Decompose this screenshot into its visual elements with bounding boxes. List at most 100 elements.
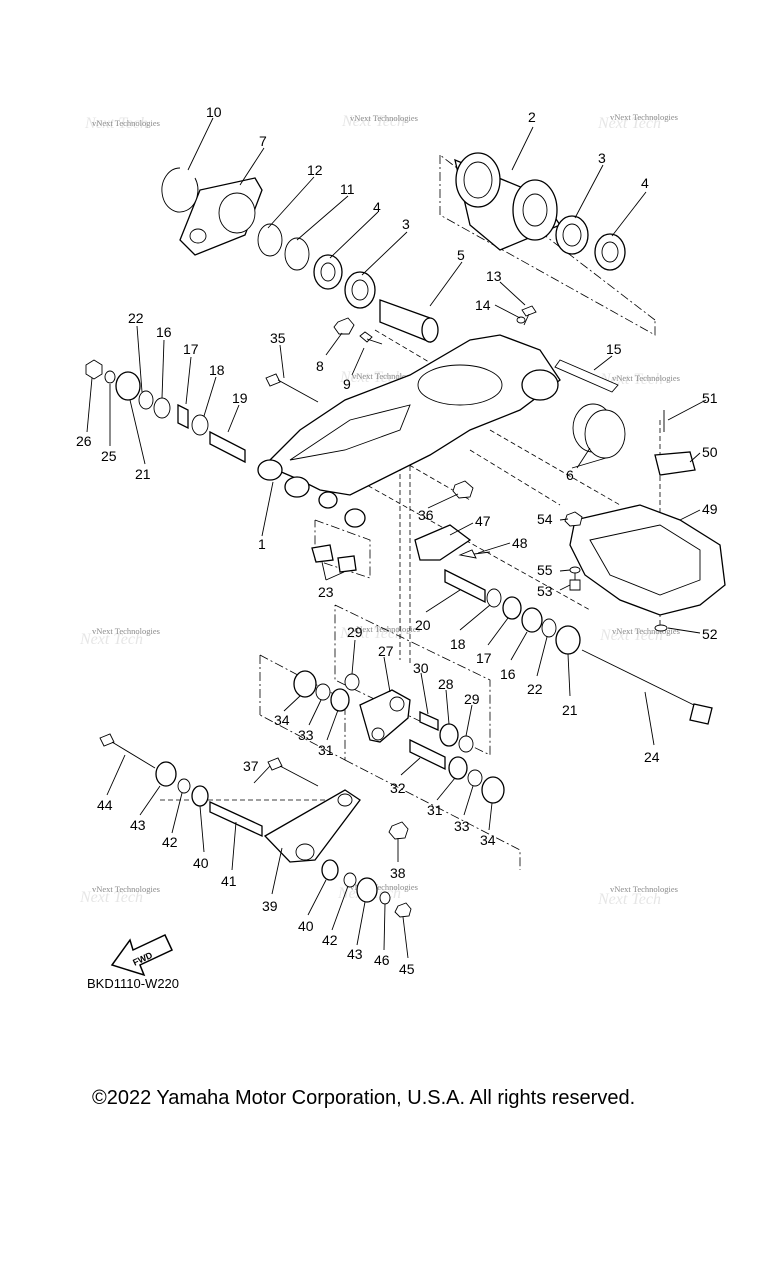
nut [394,902,412,918]
leader-lines [86,117,707,959]
washer [569,566,581,574]
watermark-bg: Next Tech [79,889,143,906]
callout-22: 22 [527,681,543,697]
callout-16: 16 [156,324,172,340]
watermark: vNext Technologies [92,884,160,894]
chain-guide [654,451,696,476]
callout-49: 49 [702,501,718,517]
callout-10: 10 [206,104,222,120]
callout-4: 4 [641,175,649,191]
pivot-shaft [581,649,701,709]
nut [85,359,103,380]
bolt [99,733,156,769]
callout-29: 29 [464,691,480,707]
callout-1: 1 [258,536,266,552]
relay-arm [359,689,411,743]
callout-35: 35 [270,330,286,346]
watermark: vNext Technologies [610,112,678,122]
callout-11: 11 [340,181,355,197]
callout-36: 36 [418,507,434,523]
washer [379,891,391,905]
fwd-arrow-icon: FWD [110,934,173,977]
callout-3: 3 [402,216,410,232]
callout-25: 25 [101,448,117,464]
oil-seal [177,778,191,794]
callout-51: 51 [702,390,718,406]
callout-54: 54 [537,511,553,527]
watermark-bg: Next Tech [597,891,661,908]
oil-seal [153,397,171,419]
bearing [439,723,459,747]
collar [209,430,246,464]
callout-20: 20 [415,617,431,633]
collar [356,877,378,903]
collar [419,710,439,732]
callout-34: 34 [480,832,496,848]
callout-52: 52 [702,626,718,642]
collar [409,738,446,771]
washer [654,624,668,632]
callouts: 10 7 12 11 4 3 2 3 4 5 13 14 15 8 9 35 2… [76,104,718,977]
callout-17: 17 [476,650,492,666]
watermark: vNext Technologies [612,626,680,636]
nut [564,511,583,527]
oil-seal [344,673,360,691]
bearing [321,859,339,881]
callout-38: 38 [390,865,406,881]
callout-42: 42 [322,932,338,948]
callout-33: 33 [298,727,314,743]
watermark-bg: Next Tech [339,625,403,642]
callout-48: 48 [512,535,528,551]
callout-19: 19 [232,390,248,406]
bolt [267,757,319,787]
oil-seal [467,769,483,787]
callout-2: 2 [528,109,536,125]
bushing [177,403,189,430]
watermark: vNext Technologies [610,884,678,894]
callout-5: 5 [457,247,465,263]
diagram-code: BKD1110-W220 [87,976,180,991]
collar [481,776,505,804]
thrust-cover [138,390,154,410]
watermark: vNext Technologies [352,624,420,634]
washer [516,316,526,324]
bearing [448,756,468,780]
oil-seal [343,872,357,888]
callout-23: 23 [318,584,334,600]
callout-14: 14 [475,297,491,313]
watermark-bg: Next Tech [79,631,143,648]
bolt [359,331,383,345]
assembly-brackets [160,154,661,870]
o-ring [284,237,310,271]
bearing [191,414,209,436]
callout-32: 32 [390,780,406,796]
callout-46: 46 [374,952,390,968]
collar [444,568,486,604]
thrust-cover [541,618,557,638]
callout-7: 7 [259,133,267,149]
pivot-bolt [265,373,319,403]
callout-55: 55 [537,562,553,578]
callout-26: 26 [76,433,92,449]
callout-27: 27 [378,643,394,659]
bearing [115,371,141,401]
callout-6: 6 [566,467,574,483]
connecting-rod [263,789,361,863]
callout-24: 24 [644,749,660,765]
watermark-bg: Next Tech [339,369,403,386]
pad [311,544,334,563]
watermark: vNext Technologies [350,113,418,123]
nut [388,821,409,840]
copyright-notice: ©2022 Yamaha Motor Corporation, U.S.A. A… [92,1087,636,1109]
watermark-bg: Next Tech [599,627,663,644]
callout-43: 43 [347,946,363,962]
washer [555,625,581,655]
pad [337,555,357,573]
callout-39: 39 [262,898,278,914]
watermark: vNext Technologies [92,626,160,636]
nut [333,317,355,335]
callout-42: 42 [162,834,178,850]
callout-47: 47 [475,513,491,529]
watermark-bg: Next Tech [597,115,661,132]
